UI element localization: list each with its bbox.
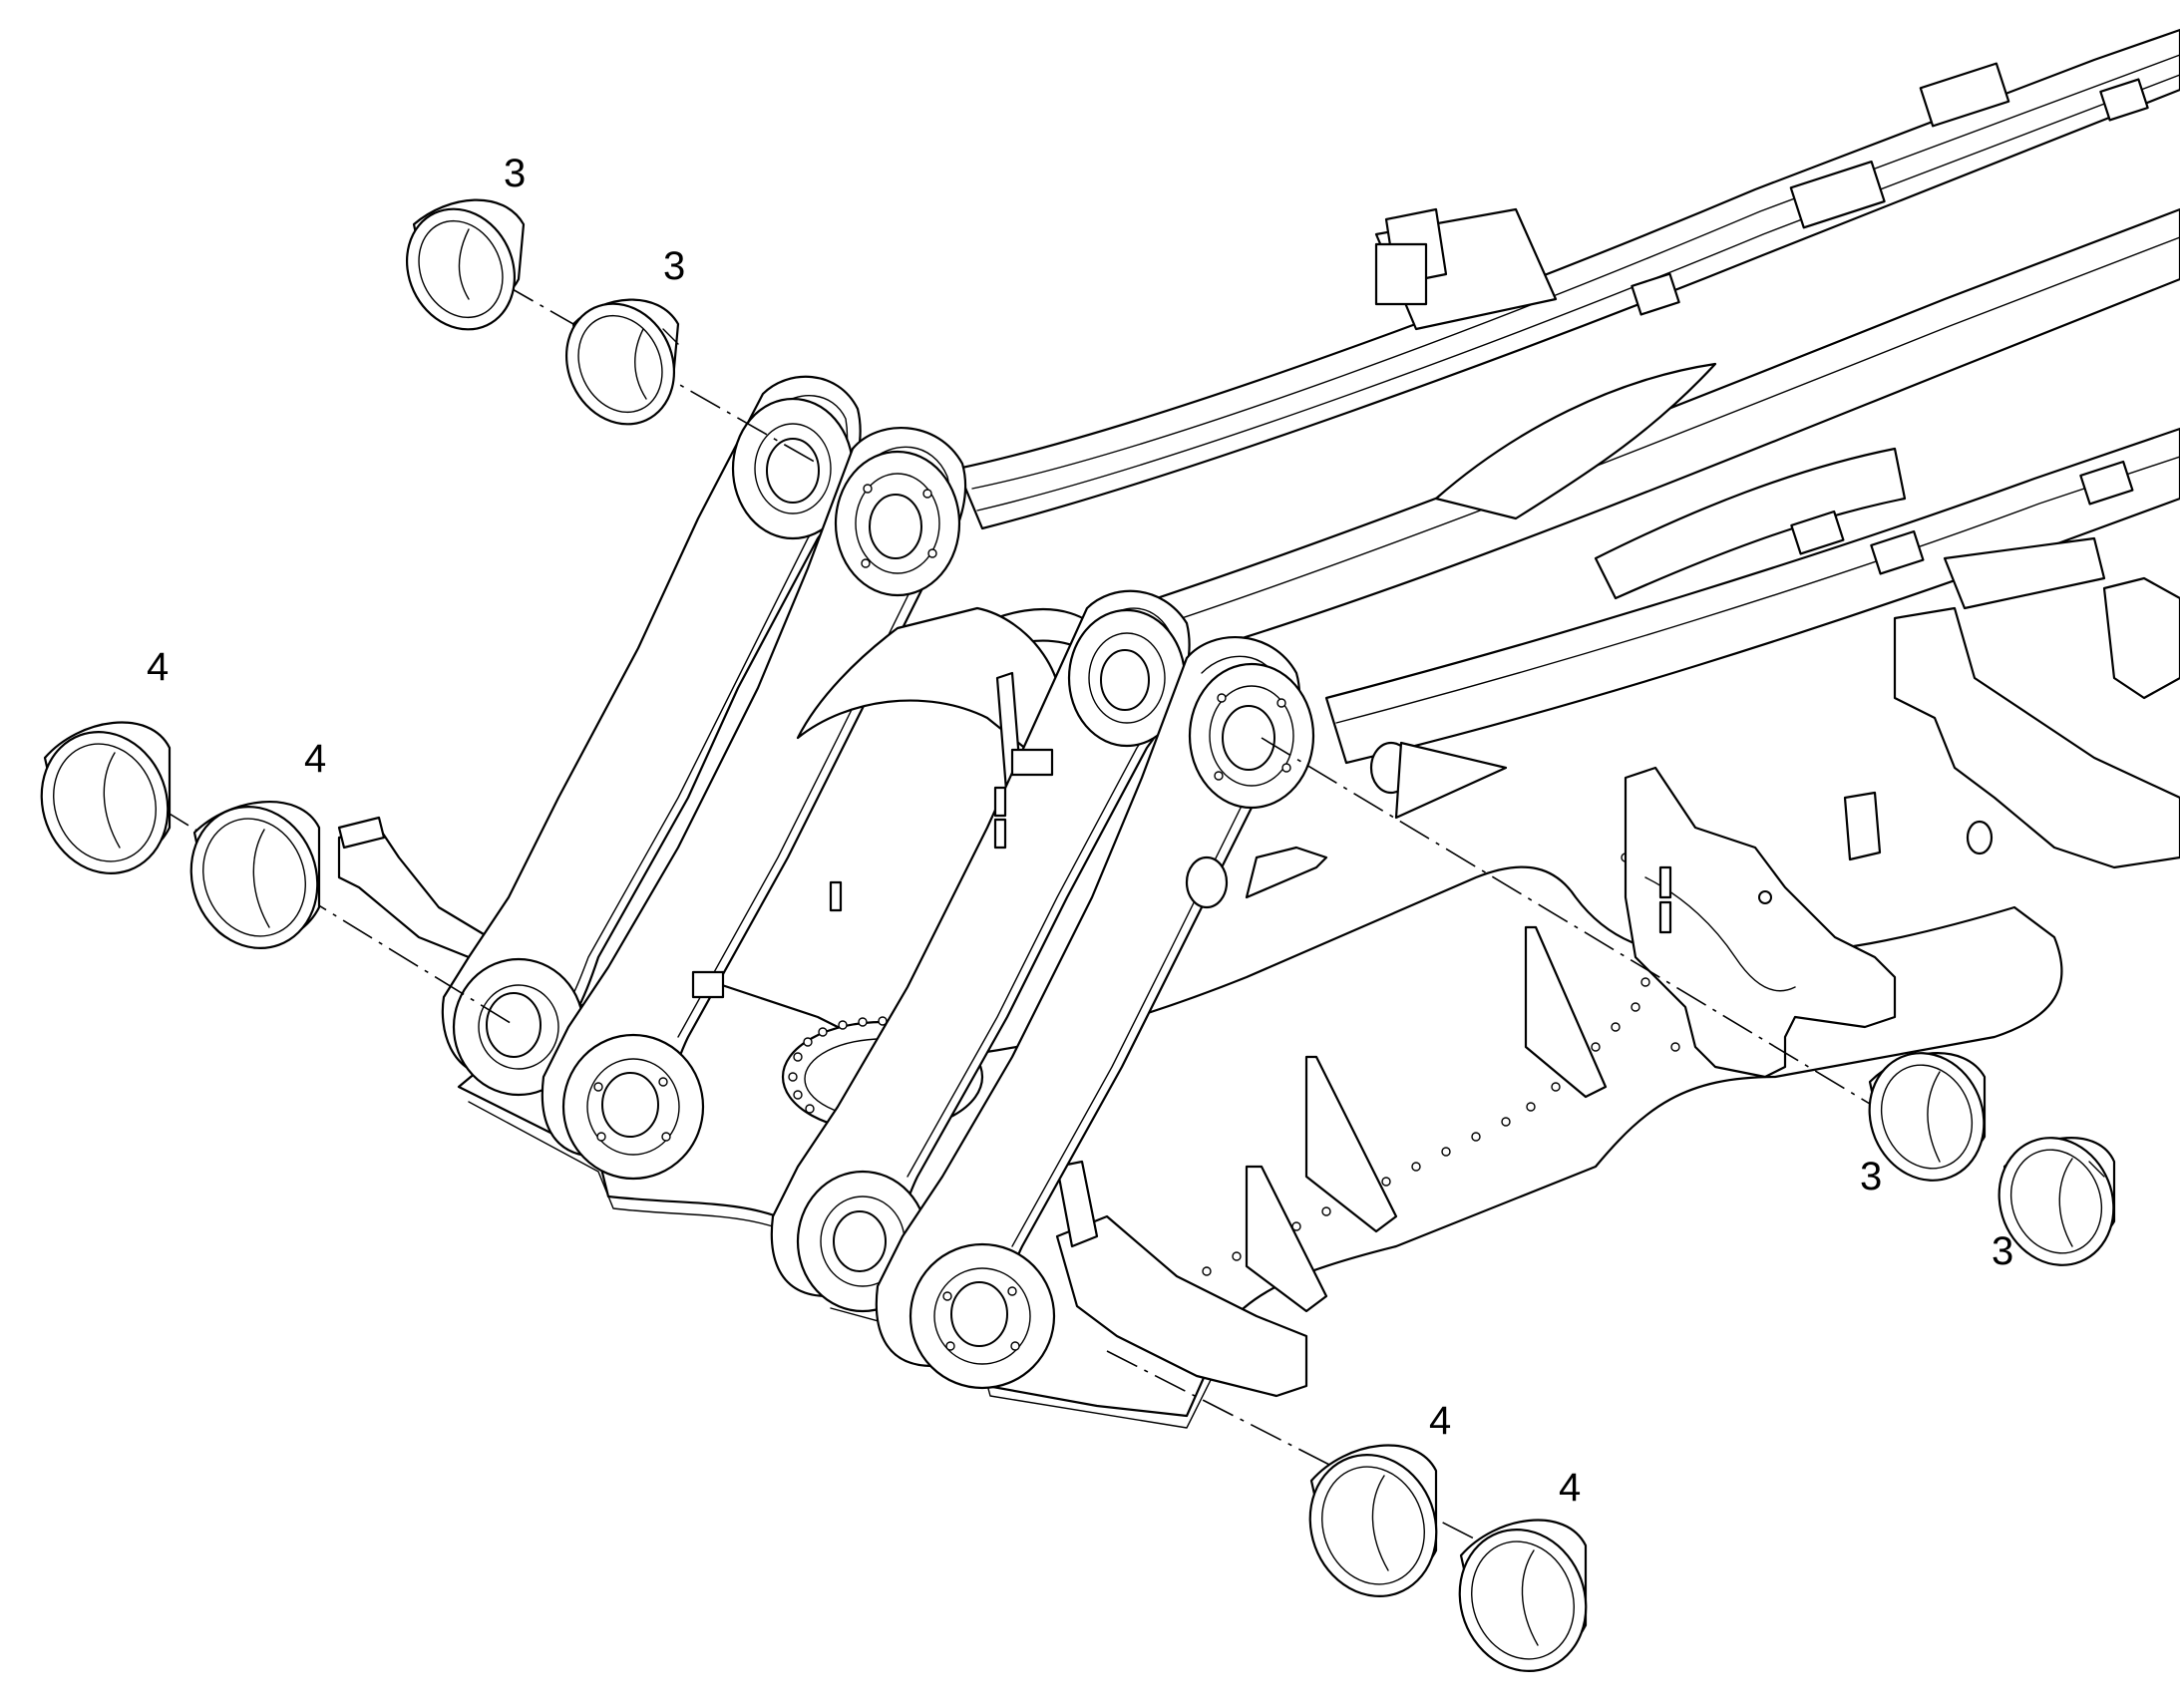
bushing-4-left-outer: [40, 721, 172, 875]
callout-3-right-inner: 3: [1992, 1229, 2013, 1273]
callout-4-bottom-outer: 4: [1429, 1399, 1451, 1443]
callout-4-bottom-inner: 4: [1559, 1466, 1581, 1510]
bushing-4-bottom-outer: [1308, 1444, 1438, 1598]
bushing-3-right-inner: [1998, 1137, 2116, 1266]
bushing-3-top-inner: [564, 298, 680, 426]
bushing-4-bottom-inner: [1458, 1519, 1588, 1673]
callout-3-top-outer: 3: [504, 152, 526, 195]
bushing-3-top-outer: [405, 198, 526, 331]
chassis-frame: [955, 28, 2180, 765]
bushing-4-left-inner: [189, 801, 321, 950]
callout-3-right-outer: 3: [1860, 1155, 1882, 1198]
callout-4-left-outer: 4: [147, 645, 169, 689]
callout-4-left-inner: 4: [304, 737, 326, 781]
callout-3-top-inner: 3: [663, 244, 685, 288]
bushing-3-right-outer: [1868, 1052, 1987, 1182]
rear-bracket: [1624, 576, 2180, 1079]
boom-mount-towers: [441, 375, 1508, 1390]
